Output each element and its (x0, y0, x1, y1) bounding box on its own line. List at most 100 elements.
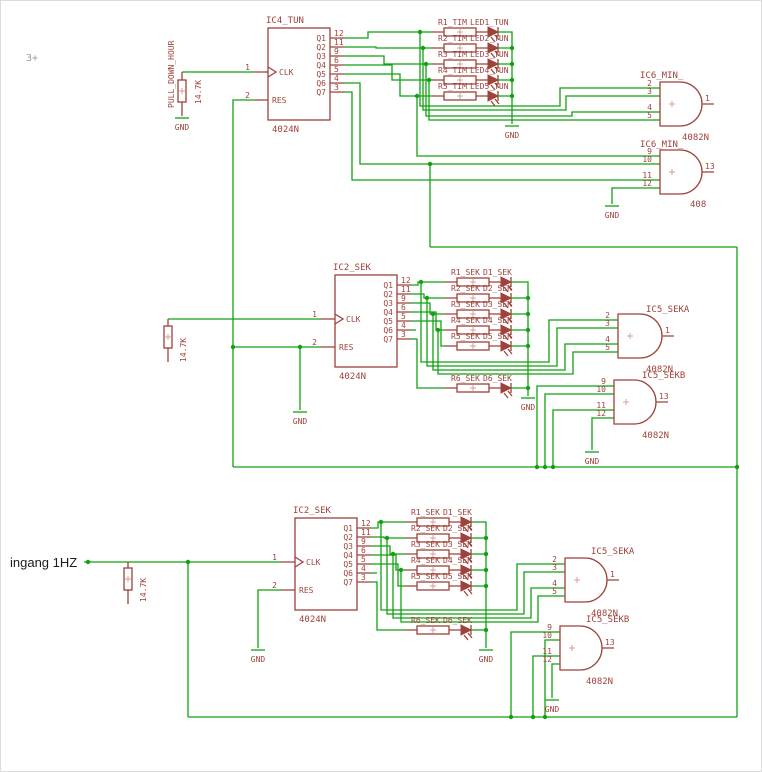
q-label: Q4 (316, 61, 326, 70)
gate-pin-number: 10 (596, 385, 606, 394)
gate-pin-number: 1 (705, 94, 710, 103)
q-label: Q1 (383, 281, 393, 290)
q-label: Q7 (343, 578, 353, 587)
gnd-label: GND (505, 131, 520, 140)
gate-pin-number: 12 (642, 179, 652, 188)
gate-pin-number: 3 (552, 563, 557, 572)
row-led-label: LED2_TUN (470, 34, 509, 43)
gate-pin-number: 2 (647, 79, 652, 88)
corner-note: 3+ (26, 53, 38, 64)
row-led-label: D6_SEK (483, 374, 512, 383)
q-label: Q1 (316, 34, 326, 43)
pin-number: 4 (334, 74, 339, 83)
gate-pin-number: 10 (642, 155, 652, 164)
q-label: Q5 (316, 70, 326, 79)
pin-number: 9 (361, 537, 366, 546)
pin-number: 9 (334, 47, 339, 56)
gnd-label: GND (293, 417, 308, 426)
pin-number: 4 (361, 564, 366, 573)
gate-pin-number: 12 (596, 409, 606, 418)
resistor-led-row (444, 340, 514, 357)
gate-pin-number: 12 (542, 655, 552, 664)
wires-top (182, 31, 660, 467)
gate-value: 4082N (646, 365, 673, 375)
resistor-led-row (404, 624, 474, 641)
q-label: Q5 (383, 317, 393, 326)
gate-name: IC5_SEKA (591, 547, 635, 557)
gate-name: IC5_SEKA (646, 305, 690, 315)
row-resistor-label: R3_TIM (438, 50, 467, 59)
gate-pin-number: 4 (647, 103, 652, 112)
clk-pin-label: CLK (346, 315, 361, 324)
q-label: Q2 (343, 533, 353, 542)
ic-value: 4024N (299, 615, 326, 625)
junction-dots (85, 29, 740, 720)
pin-number: 2 (312, 338, 317, 347)
row-led-label: LED4_TUN (470, 66, 509, 75)
counter-ic-top (254, 27, 344, 121)
pin-number: 4 (401, 321, 406, 330)
pin-number: 5 (401, 312, 406, 321)
pin-number: 6 (401, 303, 406, 312)
row-resistor-label: R1_SEK (411, 508, 440, 517)
row-resistor-label: R6_SEK (411, 616, 440, 625)
gate-pin-number: 10 (542, 631, 552, 640)
row-resistor-label: R5_SEK (451, 332, 480, 341)
row-led-label: D3_SEK (483, 300, 512, 309)
row-resistor-label: R4_SEK (451, 316, 480, 325)
pin-number: 6 (361, 546, 366, 555)
gate-value: 4082N (591, 609, 618, 619)
gate-pin-number: 11 (542, 647, 552, 656)
gnd-label: GND (175, 123, 190, 132)
q-label: Q4 (383, 308, 393, 317)
pin-number: 6 (334, 56, 339, 65)
pin-number: 12 (361, 519, 371, 528)
gnd-label: GND (251, 655, 266, 664)
row-resistor-label: R4_TIM (438, 66, 467, 75)
pin-number: 11 (361, 528, 371, 537)
gate-pin-number: 4 (552, 579, 557, 588)
wires-middle (168, 281, 618, 467)
row-led-label: D5_SEK (483, 332, 512, 341)
gate-pin-number: 13 (705, 162, 715, 171)
pin-number: 1 (245, 63, 250, 72)
gate-pin-number: 2 (605, 311, 610, 320)
gate-pin-number: 5 (647, 111, 652, 120)
q-label: Q7 (316, 88, 326, 97)
q-label: Q7 (383, 335, 393, 344)
clk-pin-label: CLK (306, 558, 321, 567)
resistor-value-middle: 14.7K (179, 338, 188, 362)
row-resistor-label: R1_SEK (451, 268, 480, 277)
gate-pin-number: 5 (605, 343, 610, 352)
row-resistor-label: R4_SEK (411, 556, 440, 565)
gate-pin-number: 3 (605, 319, 610, 328)
pulldown-resistor-bottom (123, 562, 133, 604)
resistor-led-row (404, 580, 474, 597)
gate-pin-number: 11 (596, 401, 606, 410)
wires-bottom (84, 521, 565, 717)
pin-number: 11 (334, 38, 344, 47)
pin-number: 5 (361, 555, 366, 564)
row-resistor-label: R6_SEK (451, 374, 480, 383)
input-signal-label: ingang 1HZ (10, 555, 77, 570)
gnd-label: GND (605, 211, 620, 220)
row-resistor-label: R5_TIM (438, 82, 467, 91)
gate-name: IC5_SEKB (642, 371, 685, 381)
res-pin-label: RES (299, 586, 314, 595)
counter-ic-middle (321, 274, 411, 368)
gate-pin-number: 1 (610, 570, 615, 579)
row-led-label: LED3_TUN (470, 50, 509, 59)
row-resistor-label: R2_TIM (438, 34, 467, 43)
gate-pin-number: 9 (647, 147, 652, 156)
pin-number: 3 (334, 83, 339, 92)
pin-number: 9 (401, 294, 406, 303)
row-resistor-label: R5_SEK (411, 572, 440, 581)
row-resistor-label: R2_SEK (451, 284, 480, 293)
gate-name: IC6_MIN_ (640, 71, 684, 81)
q-label: Q2 (383, 290, 393, 299)
q-label: Q3 (343, 542, 353, 551)
row-led-label: LED5_TUN (470, 82, 509, 91)
q-label: Q1 (343, 524, 353, 533)
gate-pin-number: 4 (605, 335, 610, 344)
